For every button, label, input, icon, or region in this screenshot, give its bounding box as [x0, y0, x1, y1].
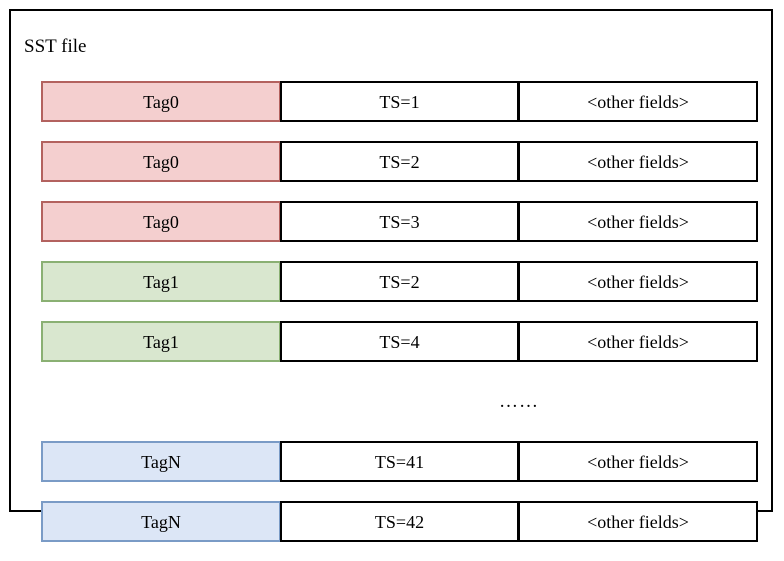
tag-cell: Tag0	[41, 201, 281, 242]
other-fields-cell: <other fields>	[518, 261, 758, 302]
record-row: Tag0 TS=3 <other fields>	[41, 201, 759, 242]
record-list: Tag0 TS=1 <other fields> Tag0 TS=2 <othe…	[41, 81, 759, 561]
sst-file-title: SST file	[24, 36, 87, 57]
sst-file-container: SST file Tag0 TS=1 <other fields> Tag0 T…	[9, 9, 773, 542]
timestamp-cell: TS=2	[280, 141, 519, 182]
diagram-canvas: SST file Tag0 TS=1 <other fields> Tag0 T…	[9, 9, 773, 542]
other-fields-cell: <other fields>	[518, 201, 758, 242]
tag-cell: Tag0	[41, 141, 281, 182]
other-fields-cell: <other fields>	[518, 441, 758, 482]
ellipsis-separator: ……	[41, 381, 759, 422]
ellipsis-text: ……	[499, 390, 539, 412]
record-row: TagN TS=41 <other fields>	[41, 441, 759, 482]
other-fields-cell: <other fields>	[518, 141, 758, 182]
timestamp-cell: TS=3	[280, 201, 519, 242]
other-fields-cell: <other fields>	[518, 321, 758, 362]
tag-cell: Tag1	[41, 321, 281, 362]
record-row: Tag0 TS=1 <other fields>	[41, 81, 759, 122]
tag-cell: TagN	[41, 441, 281, 482]
timestamp-cell: TS=1	[280, 81, 519, 122]
record-row: Tag1 TS=2 <other fields>	[41, 261, 759, 302]
record-row: Tag1 TS=4 <other fields>	[41, 321, 759, 362]
other-fields-cell: <other fields>	[518, 81, 758, 122]
timestamp-cell: TS=4	[280, 321, 519, 362]
record-row: Tag0 TS=2 <other fields>	[41, 141, 759, 182]
tag-cell: Tag0	[41, 81, 281, 122]
tag-cell: Tag1	[41, 261, 281, 302]
timestamp-cell: TS=2	[280, 261, 519, 302]
timestamp-cell: TS=41	[280, 441, 519, 482]
